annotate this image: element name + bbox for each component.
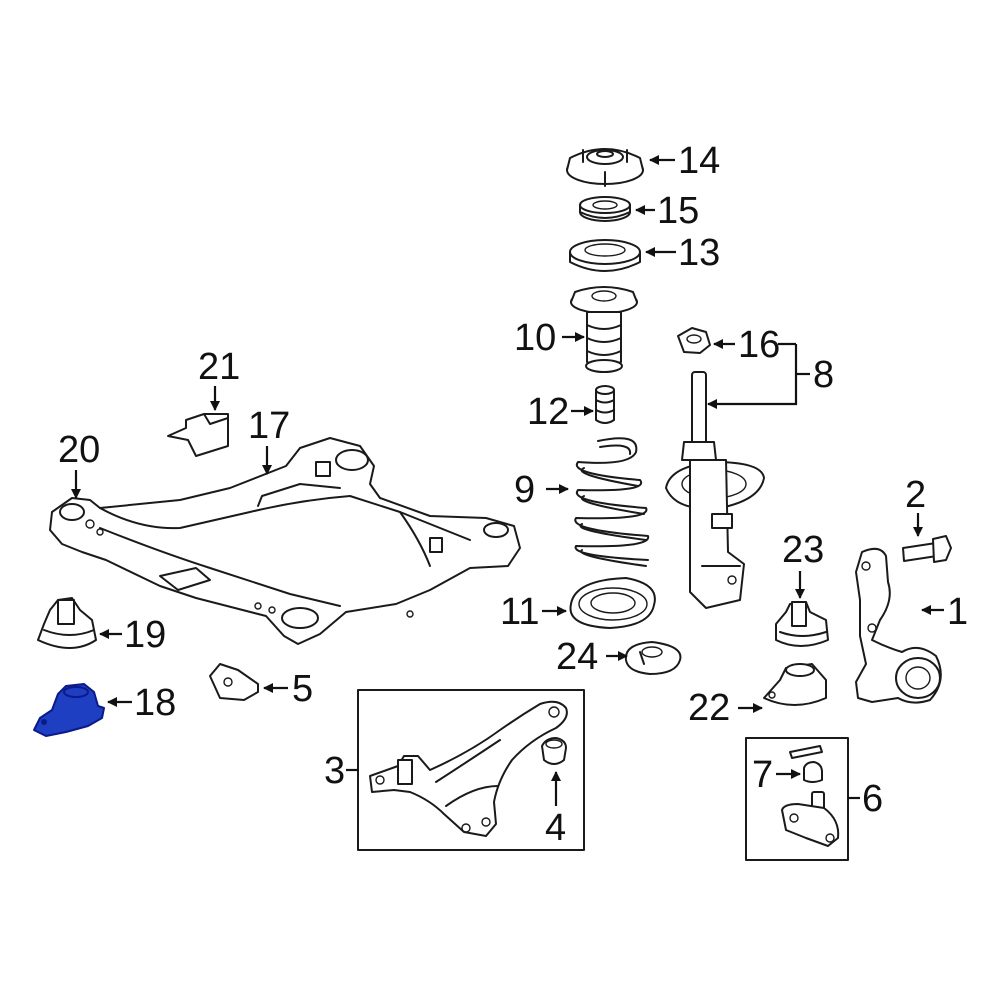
- callout-5: 5: [292, 668, 313, 710]
- callout-20: 20: [58, 429, 100, 471]
- part-3-lower-control-arm[interactable]: [369, 700, 568, 837]
- part-4-bushing[interactable]: [541, 737, 567, 765]
- part-24-lower-seat[interactable]: [624, 641, 682, 675]
- callout-16: 16: [738, 324, 780, 366]
- part-2-bolt[interactable]: [902, 535, 952, 563]
- part-9-coil-spring[interactable]: [574, 437, 650, 567]
- callout-2: 2: [905, 474, 926, 516]
- callout-15: 15: [657, 190, 699, 232]
- callout-13: 13: [678, 232, 720, 274]
- callout-17: 17: [248, 405, 290, 447]
- part-18-mount-highlighted[interactable]: [33, 683, 105, 737]
- callout-10: 10: [514, 317, 556, 359]
- part-17-crossmember[interactable]: [49, 437, 521, 645]
- callout-3: 3: [324, 750, 345, 792]
- callout-22: 22: [688, 687, 730, 729]
- callout-8: 8: [813, 354, 834, 396]
- callout-11: 11: [500, 591, 539, 633]
- part-14-strut-mount[interactable]: [566, 148, 644, 187]
- part-19-mount[interactable]: [37, 597, 97, 649]
- part-21-clip[interactable]: [167, 413, 229, 457]
- callout-6: 6: [862, 778, 883, 820]
- callout-14: 14: [678, 140, 720, 182]
- callout-7: 7: [752, 754, 773, 796]
- callout-19: 19: [124, 614, 166, 656]
- part-5-bracket[interactable]: [209, 663, 259, 701]
- part-15-bearing[interactable]: [579, 196, 631, 222]
- part-22-mount-lower[interactable]: [763, 663, 827, 706]
- callout-4: 4: [545, 807, 566, 849]
- part-6-ball-joint[interactable]: [781, 745, 840, 847]
- part-11-spring-insulator[interactable]: [569, 577, 656, 629]
- callout-21: 21: [198, 346, 240, 388]
- part-1-steering-knuckle[interactable]: [855, 547, 942, 704]
- callout-12: 12: [527, 391, 569, 433]
- callout-24: 24: [556, 636, 598, 678]
- callout-1: 1: [947, 591, 968, 633]
- callout-18: 18: [134, 682, 176, 724]
- part-10-bump-stop[interactable]: [570, 286, 638, 373]
- callout-9: 9: [514, 469, 535, 511]
- part-8-strut-assembly[interactable]: [665, 371, 765, 609]
- part-16-strut-nut[interactable]: [677, 327, 711, 354]
- part-12-bumper[interactable]: [595, 385, 615, 424]
- part-13-upper-spring-seat[interactable]: [569, 239, 641, 272]
- part-23-mount-upper[interactable]: [775, 601, 829, 647]
- callout-23: 23: [782, 529, 824, 571]
